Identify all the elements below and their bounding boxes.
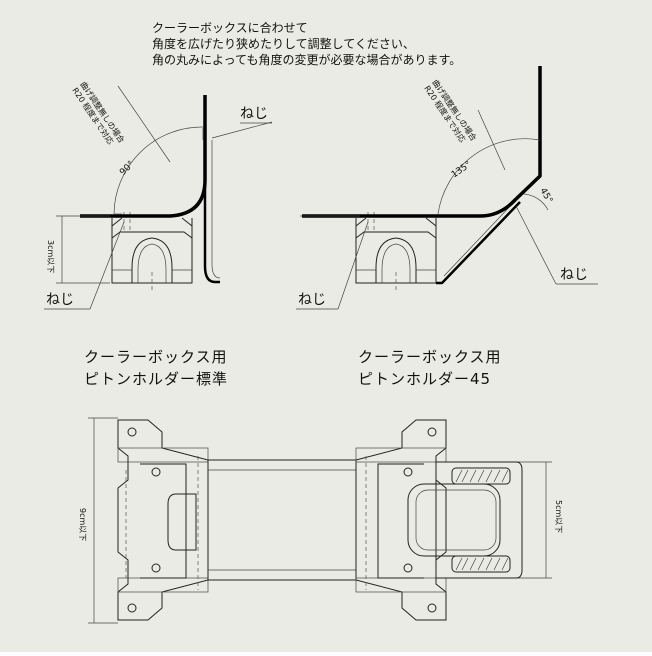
- plan-view: 9cm以下 5cm以下: [78, 417, 563, 624]
- caption-left-line-2: ピトンホルダー標準: [84, 370, 228, 388]
- right-holder-tab-bottom: [451, 555, 511, 573]
- right-plate-hole-top: [427, 427, 437, 437]
- left-side-view: 90° 曲げ調整無しの場合 R20 程度まで対応 ねじ ねじ 3cm以下: [44, 80, 273, 310]
- left-plate-hole-top: [127, 427, 137, 437]
- cooler-box-body: [207, 459, 357, 581]
- right-screw-label: ねじ: [560, 267, 588, 283]
- left-screw-label-top: ねじ: [240, 106, 268, 122]
- right-plate-hole-bottom: [427, 603, 437, 613]
- left-base-arch: [131, 237, 173, 283]
- left-plate-hole-bottom: [127, 603, 137, 613]
- note-line-3: 角の丸みによっても角度の変更が必要な場合があります。: [152, 52, 461, 67]
- left-plate-slot: [167, 493, 197, 551]
- left-angle-label: 90°: [118, 159, 136, 177]
- right-base-arch: [375, 237, 417, 283]
- note-line-2: 角度を広げたり狭めたりして調整してください、: [152, 36, 415, 51]
- right-angle-arc: [437, 138, 541, 215]
- right-holder-tab-top: [451, 467, 511, 485]
- left-cooler-wall: [80, 95, 207, 218]
- left-screw-label-bottom: ねじ: [46, 292, 74, 308]
- right-angle-small-arc: [523, 193, 549, 211]
- right-side-view: 135° 45° 曲げ調整無しの場合 R20 程度まで対応 ねじ ねじ: [296, 66, 598, 310]
- right-angle-small-label: 45°: [537, 187, 554, 206]
- right-plate-outline: [355, 419, 447, 621]
- caption-right-line-1: クーラーボックス用: [358, 348, 502, 366]
- right-angle-main-label: 135°: [450, 160, 474, 181]
- right-holder-slot: [407, 483, 501, 557]
- right-cooler-wall: [302, 66, 542, 218]
- note-line-1: クーラーボックスに合わせて: [152, 20, 308, 35]
- right-holder-rod: [436, 201, 521, 285]
- left-angle-arc: [113, 126, 204, 215]
- right-holder-plate: [435, 461, 523, 579]
- plan-right-dimension: 5cm以下: [554, 500, 563, 533]
- plan-left-dimension: 9cm以下: [78, 508, 87, 541]
- caption-right-line-2: ピトンホルダー45: [358, 370, 491, 388]
- left-holder-rod: [203, 140, 220, 284]
- right-screw-label-bottom: ねじ: [298, 292, 326, 308]
- caption-left-line-1: クーラーボックス用: [84, 348, 228, 366]
- left-height-dimension: 3cm以下: [46, 240, 55, 273]
- left-plate-outline: [117, 419, 209, 621]
